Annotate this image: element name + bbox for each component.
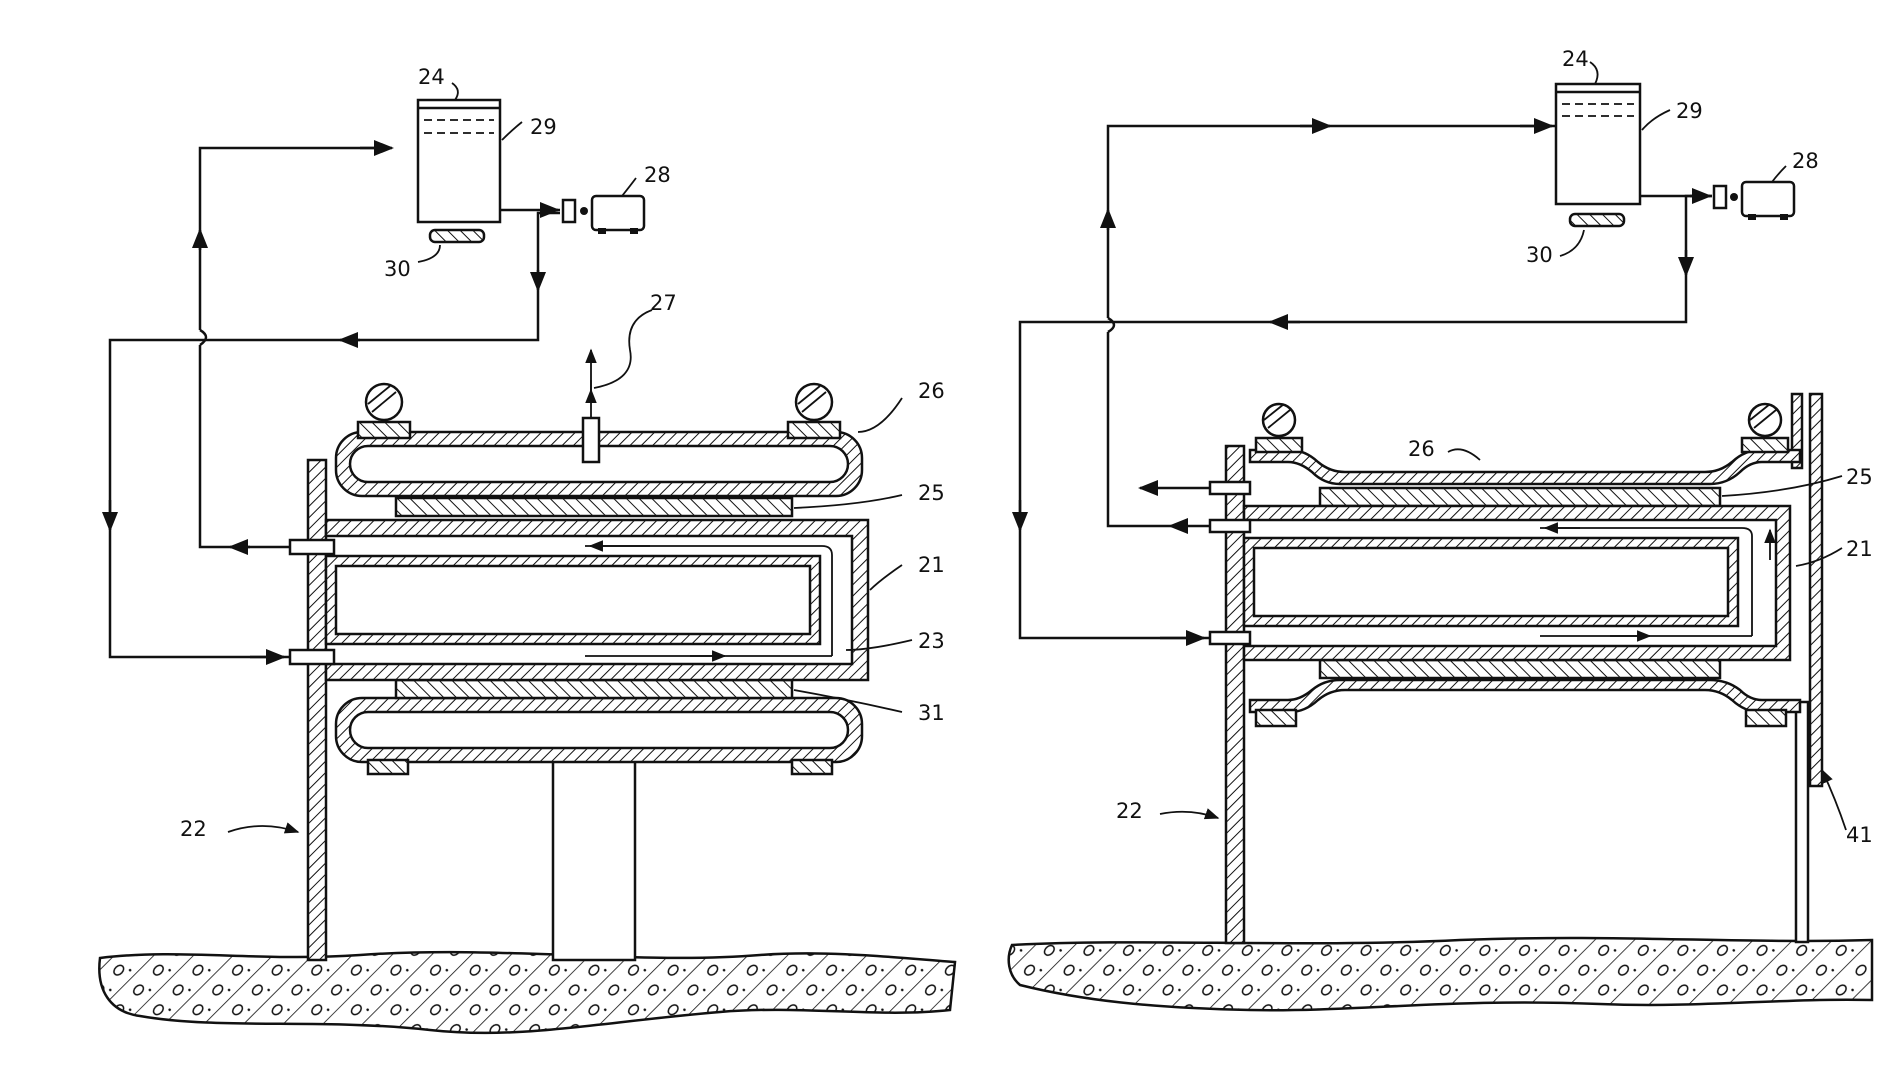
label-26: 26 xyxy=(918,379,945,403)
support-wall-back xyxy=(1796,702,1808,942)
inlet-port xyxy=(290,650,334,664)
pipe-crossover-right xyxy=(1108,318,1114,332)
clamp-foot-a xyxy=(1256,710,1296,726)
leader-41-right xyxy=(1822,770,1846,830)
motor-28 xyxy=(592,196,644,230)
label-26-right: 26 xyxy=(1408,437,1435,461)
tread-layer-31 xyxy=(396,680,792,698)
mandrel-core-hollow-right xyxy=(1254,548,1728,616)
label-24-right: 24 xyxy=(1562,47,1589,71)
label-22: 22 xyxy=(180,817,207,841)
motor-28-right xyxy=(1742,182,1794,216)
leader-28-right xyxy=(1772,166,1786,182)
pipe-return-vertical xyxy=(200,345,290,547)
port-top-right xyxy=(1210,482,1250,494)
leader-30-left xyxy=(418,245,440,262)
label-29: 29 xyxy=(530,115,557,139)
label-31: 31 xyxy=(918,701,945,725)
label-21-right: 21 xyxy=(1846,537,1873,561)
bladder-bottom xyxy=(1250,680,1800,712)
leader-22-right xyxy=(1160,812,1218,818)
figure-left: 24 29 28 30 27 26 25 21 23 31 22 xyxy=(99,65,955,1033)
tread-layer-25-right xyxy=(1320,488,1720,506)
tank-29 xyxy=(418,100,500,222)
valve-27 xyxy=(583,418,599,462)
center-post xyxy=(553,760,635,960)
label-21: 21 xyxy=(918,553,945,577)
cover-plate-41 xyxy=(1810,394,1822,786)
label-23: 23 xyxy=(918,629,945,653)
label-29-right: 29 xyxy=(1676,99,1703,123)
ground-right xyxy=(1009,938,1872,1010)
leader-27-left xyxy=(594,310,652,388)
label-22-right: 22 xyxy=(1116,799,1143,823)
label-30-right: 30 xyxy=(1526,243,1553,267)
label-25-right: 25 xyxy=(1846,465,1873,489)
label-28: 28 xyxy=(644,163,671,187)
pipe-return-top xyxy=(200,148,390,330)
motor-foot-right-a xyxy=(1748,214,1756,220)
port-mid-right xyxy=(1210,520,1250,532)
leader-25-right xyxy=(1722,476,1842,496)
leader-21-left xyxy=(870,565,902,590)
label-27: 27 xyxy=(650,291,677,315)
label-30: 30 xyxy=(384,257,411,281)
leader-29-right xyxy=(1642,110,1670,130)
heater-30 xyxy=(430,230,484,242)
support-wall-22 xyxy=(308,460,326,960)
outlet-port xyxy=(290,540,334,554)
pipe-crossover-left xyxy=(200,330,206,345)
leader-22-left xyxy=(228,826,298,832)
tank-29-right xyxy=(1556,84,1640,204)
lower-tire-interior xyxy=(350,712,848,748)
clamp-bolt-right-a xyxy=(1256,404,1302,452)
label-25: 25 xyxy=(918,481,945,505)
leader-24-left xyxy=(452,83,458,100)
pump-coupling-right xyxy=(1730,193,1738,201)
leader-26-right xyxy=(1448,449,1480,460)
pipe-return-top-right xyxy=(1108,126,1556,318)
tire-foot-left xyxy=(368,760,408,774)
clamp-bolt-right-b xyxy=(1742,404,1788,452)
motor-foot-b xyxy=(630,228,638,234)
tire-foot-right xyxy=(792,760,832,774)
mandrel-core-hollow xyxy=(336,566,810,634)
leader-30-right xyxy=(1560,230,1584,256)
ground-left xyxy=(99,952,955,1033)
pump-valve xyxy=(563,200,575,222)
pump-coupling xyxy=(580,207,588,215)
leader-28-left xyxy=(622,178,636,196)
label-24: 24 xyxy=(418,65,445,89)
motor-foot-right-b xyxy=(1780,214,1788,220)
motor-foot-a xyxy=(598,228,606,234)
port-low-right xyxy=(1210,632,1250,644)
figure-right: 24 29 28 30 26 25 21 41 22 xyxy=(1009,47,1873,1010)
leader-29-left xyxy=(502,122,522,140)
label-41-right: 41 xyxy=(1846,823,1873,847)
leader-24-right xyxy=(1590,62,1598,84)
pipe-return-right xyxy=(1108,332,1170,526)
label-28-right: 28 xyxy=(1792,149,1819,173)
bladder-26 xyxy=(1250,450,1800,484)
leader-26-left xyxy=(858,398,902,432)
heater-30-right xyxy=(1570,214,1624,226)
tread-layer-25 xyxy=(396,498,792,516)
clamp-bolt-left xyxy=(358,384,410,438)
tread-layer-lower-right xyxy=(1320,660,1720,678)
clamp-bolt-right xyxy=(788,384,840,438)
clamp-foot-b xyxy=(1746,710,1786,726)
pump-valve-right xyxy=(1714,186,1726,208)
